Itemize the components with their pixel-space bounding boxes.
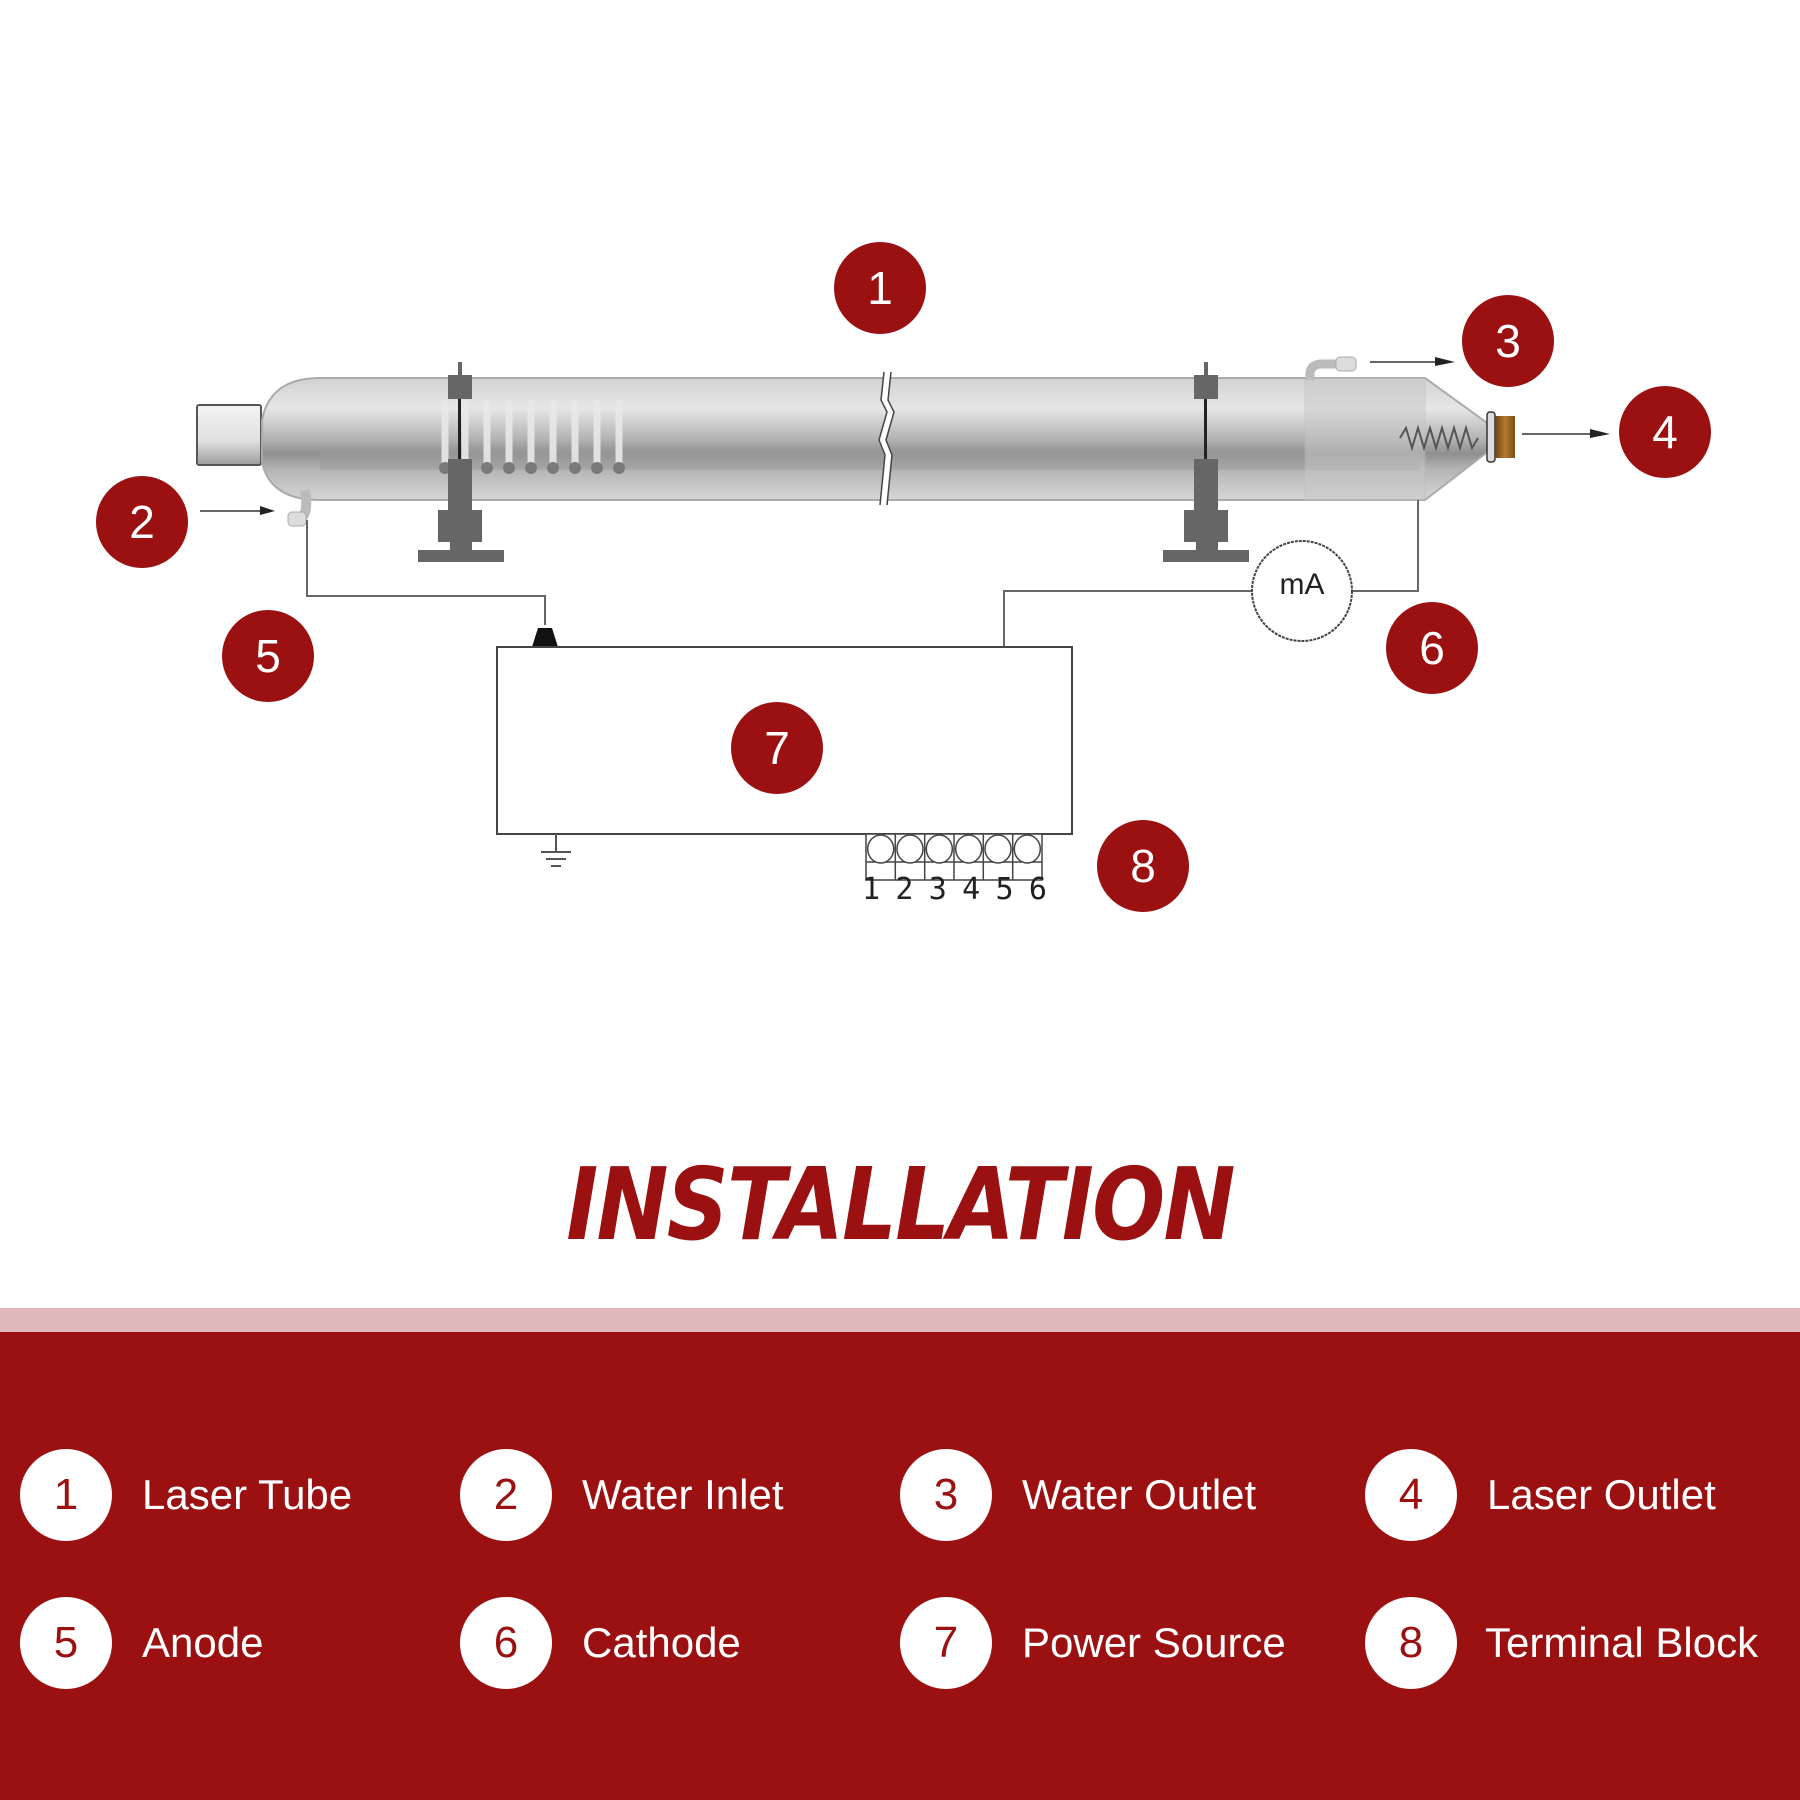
legend-item-laser-tube: 1 Laser Tube (20, 1449, 352, 1541)
legend-label: Water Inlet (582, 1471, 784, 1518)
terminal-number: 1 (862, 872, 881, 907)
anode-connector (532, 628, 558, 647)
callout-badge-5: 5 (222, 610, 314, 702)
callout-badge-3: 3 (1462, 295, 1554, 387)
terminal-number: 5 (995, 872, 1014, 907)
ammeter-label: mA (1279, 568, 1325, 601)
legend-item-water-outlet: 3 Water Outlet (900, 1449, 1256, 1541)
laser-output-arrow (1522, 429, 1610, 438)
legend-number: 5 (20, 1597, 112, 1689)
legend-label: Power Source (1022, 1619, 1286, 1666)
callout-badge-4: 4 (1619, 386, 1711, 478)
legend-label: Terminal Block (1485, 1619, 1759, 1666)
water-inlet-pipe (200, 489, 312, 527)
accent-band (0, 1308, 1800, 1332)
terminal-block (865, 833, 1043, 881)
legend-item-anode: 5 Anode (20, 1597, 263, 1689)
ammeter (1251, 540, 1353, 642)
callout-badge-2: 2 (96, 476, 188, 568)
laser-tube (261, 371, 1515, 506)
callout-badge-7: 7 (731, 702, 823, 794)
legend-number: 3 (900, 1449, 992, 1541)
callout-badge-1: 1 (834, 242, 926, 334)
legend-number: 6 (460, 1597, 552, 1689)
terminal-number: 4 (962, 872, 981, 907)
legend-item-terminal-block: 8 Terminal Block (1365, 1597, 1758, 1689)
legend-number: 2 (460, 1449, 552, 1541)
legend-number: 7 (900, 1597, 992, 1689)
wiring (306, 500, 1419, 647)
legend-panel (0, 1332, 1800, 1800)
legend-item-cathode: 6 Cathode (460, 1597, 741, 1689)
legend-item-power-source: 7 Power Source (900, 1597, 1286, 1689)
tube-mount-right (1163, 362, 1249, 562)
ground-icon (541, 834, 571, 867)
tube-mount-left (418, 362, 504, 562)
legend-label: Cathode (582, 1619, 741, 1666)
legend-label: Anode (142, 1619, 264, 1666)
legend-item-water-inlet: 2 Water Inlet (460, 1449, 784, 1541)
terminal-number: 6 (1028, 872, 1047, 907)
terminal-numbers: 1 2 3 4 5 6 (862, 872, 1047, 907)
legend-number: 8 (1365, 1597, 1457, 1689)
terminal-number: 2 (895, 872, 914, 907)
legend-number: 4 (1365, 1449, 1457, 1541)
legend-label: Water Outlet (1022, 1471, 1257, 1518)
callout-badge-6: 6 (1386, 602, 1478, 694)
legend-label: Laser Tube (142, 1471, 353, 1518)
legend-label: Laser Outlet (1487, 1471, 1716, 1518)
end-cap (196, 404, 262, 466)
callout-badge-8: 8 (1097, 820, 1189, 912)
terminal-number: 3 (928, 872, 947, 907)
legend-number: 1 (20, 1449, 112, 1541)
page-title: INSTALLATION (566, 1146, 1235, 1263)
legend-item-laser-outlet: 4 Laser Outlet (1365, 1449, 1716, 1541)
laser-tube-diagram (196, 356, 1610, 881)
water-outlet-pipe (1305, 356, 1455, 380)
